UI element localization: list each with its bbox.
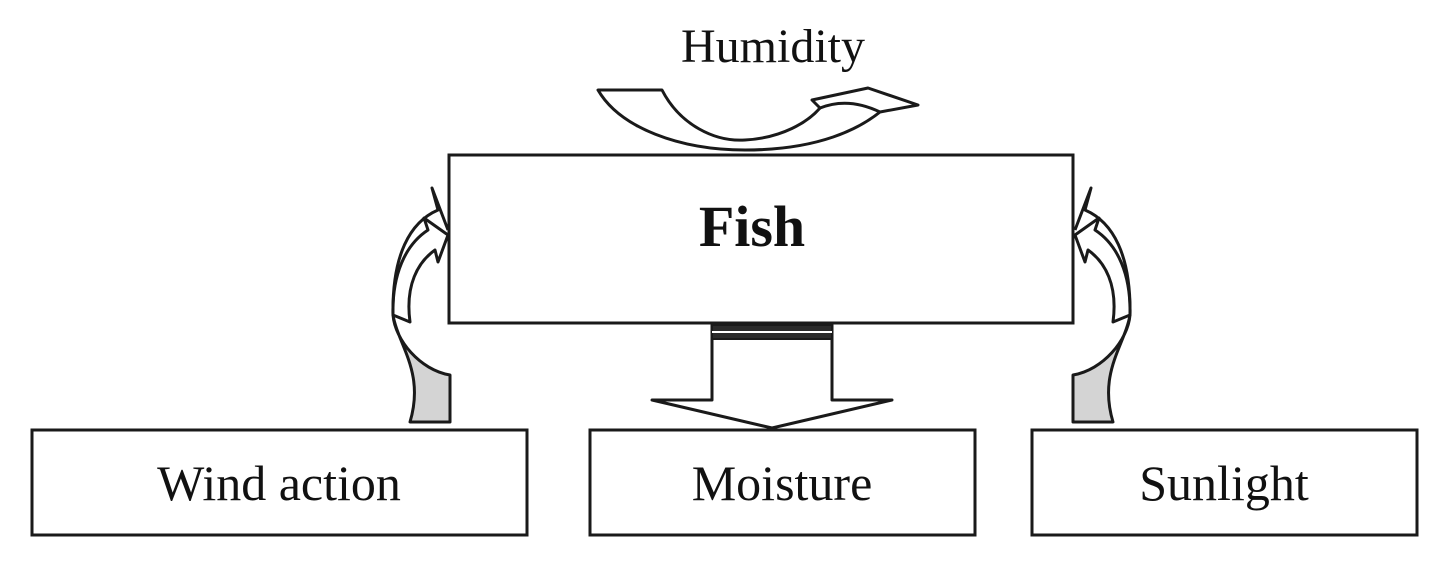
sunlight-label: Sunlight	[1139, 455, 1309, 511]
wind-action-box	[30, 428, 529, 537]
moisture-label: Moisture	[692, 455, 873, 511]
sunlight-arrow	[1071, 186, 1132, 424]
fish-box	[447, 153, 1075, 325]
moisture-arrow	[650, 323, 894, 430]
fish-label: Fish	[699, 194, 805, 259]
moisture-box	[588, 428, 977, 537]
sunlight-box	[1030, 428, 1419, 537]
humidity-label: Humidity	[681, 20, 865, 73]
humidity-arrow	[596, 86, 920, 152]
wind-action-label: Wind action	[157, 455, 401, 511]
wind-action-arrow	[391, 186, 452, 424]
